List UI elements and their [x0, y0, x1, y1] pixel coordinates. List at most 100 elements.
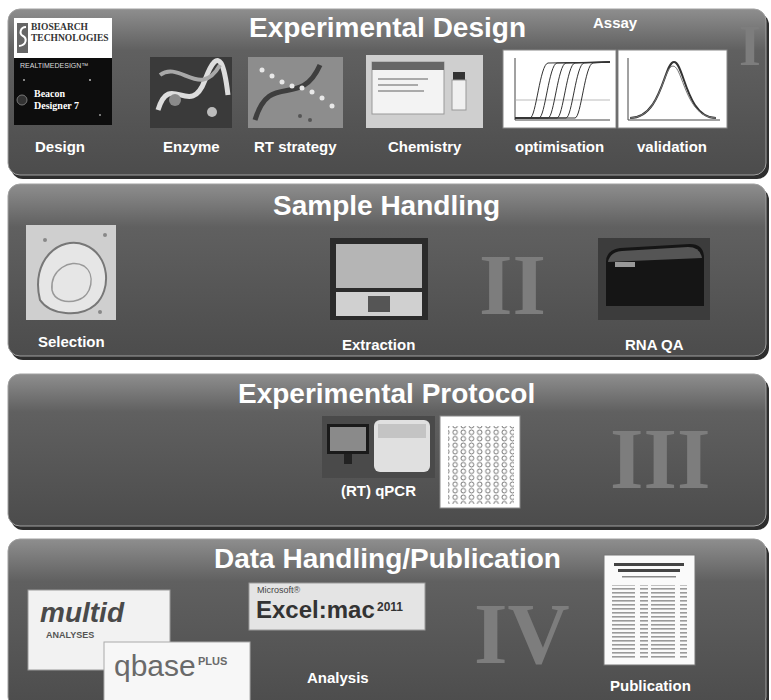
enzyme-picture [158, 61, 228, 110]
amplification-chart [515, 62, 610, 118]
amplification-chart [503, 50, 616, 128]
design-logo [14, 58, 112, 125]
software-logo [104, 642, 250, 700]
step-label: Publication [610, 677, 691, 694]
logo-text: qbase [114, 649, 196, 684]
watermark-numeral: II [479, 236, 546, 335]
extraction-instrument [336, 292, 422, 316]
rna-qa-instrument [615, 262, 635, 267]
rt-strategy-picture [298, 114, 302, 118]
rt-strategy-picture [255, 65, 320, 120]
well-plate [440, 416, 520, 508]
rt-strategy-picture [320, 96, 325, 101]
rna-qa-instrument [598, 238, 710, 320]
qpcr-instrument [378, 424, 426, 438]
chemistry-picture [372, 62, 444, 114]
group-label: Assay [593, 14, 637, 31]
software-logo [28, 583, 425, 700]
design-logo [17, 23, 28, 53]
qpcr-instrument [374, 420, 430, 472]
tissue-section-picture [26, 225, 116, 320]
logo-text: REALTIMEDESIGN™ [20, 62, 88, 70]
band-title: Experimental Protocol [238, 378, 535, 410]
publication-page [614, 563, 684, 566]
extraction-instrument [330, 238, 428, 320]
tissue-section-picture [52, 263, 91, 301]
tissue-section-picture [38, 243, 106, 313]
amplification-chart [515, 62, 610, 118]
band-shape [8, 374, 766, 526]
rt-strategy-picture [310, 90, 315, 95]
chemistry-picture [378, 90, 424, 92]
step-label: Extraction [342, 336, 415, 353]
logo-text: Excel:mac [256, 596, 375, 624]
publication-page [651, 585, 687, 660]
rt-strategy-picture [280, 80, 285, 85]
logo-text: 2011 [377, 601, 403, 615]
step-label: Chemistry [388, 138, 461, 155]
tissue-section-picture [43, 238, 47, 242]
amplification-chart [515, 62, 610, 118]
publication-page [618, 569, 680, 572]
band-title: Data Handling/Publication [214, 543, 561, 575]
enzyme-picture [150, 57, 232, 128]
design-logo [14, 18, 112, 125]
rt-strategy-picture [290, 84, 295, 89]
chemistry-picture [378, 84, 418, 86]
qpcr-instrument [330, 427, 366, 451]
amplification-chart [515, 100, 610, 101]
publication-page [604, 555, 695, 665]
extraction-instrument [330, 238, 428, 320]
rt-strategy-picture [248, 57, 343, 128]
rt-strategy-picture [270, 74, 275, 79]
step-label: Enzyme [163, 138, 220, 155]
band-shape [8, 184, 766, 356]
enzyme-picture [207, 107, 217, 117]
band-shape [8, 539, 766, 700]
qpcr-instrument [322, 416, 435, 478]
chemistry-picture [453, 72, 465, 80]
rna-qa-instrument [598, 238, 710, 320]
chemistry-picture [366, 55, 483, 128]
rt-strategy-picture [260, 68, 265, 73]
tissue-section-picture [98, 310, 102, 314]
publication-page [612, 585, 648, 660]
amplification-chart [503, 50, 616, 128]
band-title: Sample Handling [273, 190, 500, 222]
melt-curve-chart [628, 58, 720, 120]
watermark-numeral: I [739, 14, 761, 78]
step-label: Analysis [307, 669, 369, 686]
band-shape [8, 9, 769, 700]
publication-page [604, 555, 695, 665]
publication-page [622, 576, 676, 578]
rna-qa-instrument [606, 244, 704, 306]
rna-qa-instrument [608, 247, 702, 262]
watermark-numeral: III [610, 410, 710, 509]
logo-text: Microsoft® [257, 585, 300, 595]
qpcr-instrument [327, 424, 369, 454]
step-label: validation [637, 138, 707, 155]
step-label: (RT) qPCR [341, 482, 416, 499]
qpcr-instrument [322, 416, 435, 478]
chemistry-picture [452, 80, 466, 110]
amplification-chart [515, 62, 610, 118]
logo-text: BIOSEARCH TECHNOLOGIES [31, 22, 111, 44]
melt-curve-chart [630, 62, 716, 118]
design-logo [19, 27, 26, 46]
tissue-section-picture [26, 225, 116, 320]
extraction-instrument [368, 296, 390, 312]
tissue-section-picture [103, 233, 107, 237]
rt-strategy-picture [300, 86, 305, 91]
rt-strategy-picture [248, 57, 343, 128]
melt-curve-chart [630, 66, 716, 118]
logo-text: PLUS [198, 655, 227, 668]
step-label: RNA QA [625, 336, 684, 353]
design-logo [17, 95, 27, 105]
step-label: optimisation [515, 138, 604, 155]
enzyme-picture [169, 94, 181, 106]
well-plate [440, 416, 520, 508]
design-logo [23, 79, 25, 81]
logo-text: multid [40, 597, 124, 629]
step-label: Selection [38, 333, 105, 350]
